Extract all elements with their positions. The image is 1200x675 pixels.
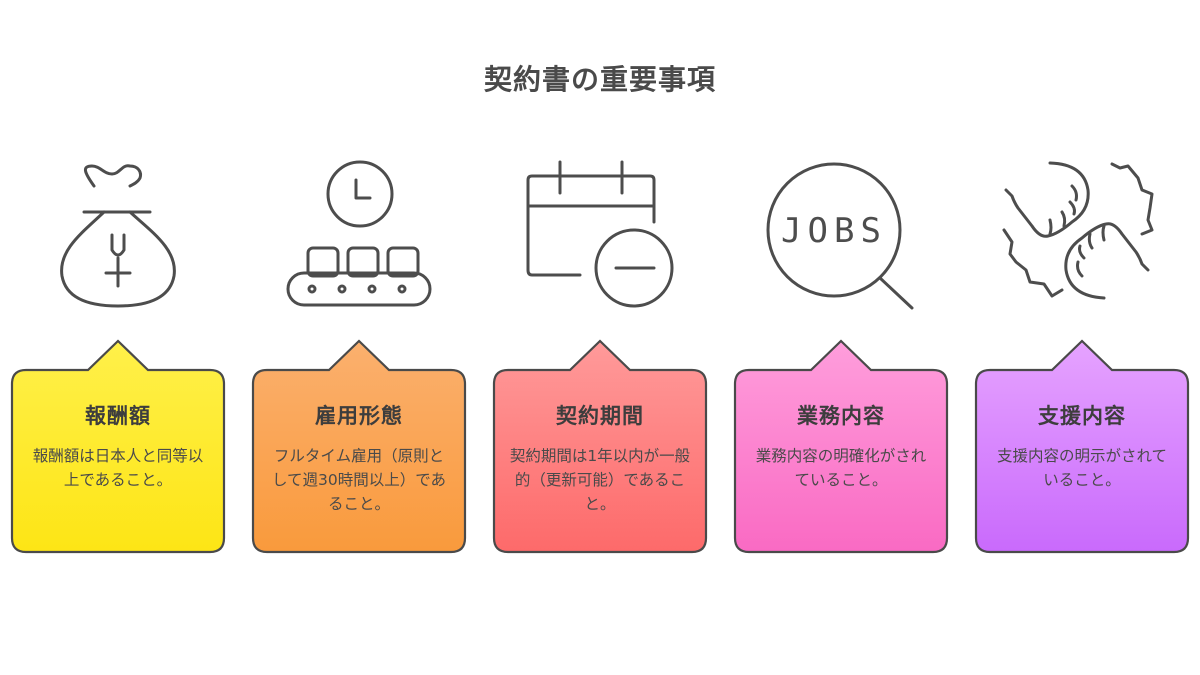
card-heading: 支援内容: [1038, 404, 1126, 428]
diagram-title: 契約書の重要事項: [483, 63, 716, 96]
helping-hands-icon: [992, 150, 1172, 320]
calendar-minus-icon: [510, 150, 690, 320]
callout-shape: [974, 339, 1190, 554]
card-support-details: 支援内容 支援内容の明示がされていること。: [974, 339, 1190, 554]
money-bag-yen-icon: [28, 150, 208, 320]
callout-shape: [10, 339, 226, 554]
card-remuneration: 報酬額 報酬額は日本人と同等以上であること。: [10, 339, 226, 554]
card-description: 支援内容の明示がされていること。: [996, 447, 1168, 489]
card-heading: 業務内容: [797, 404, 885, 428]
card-heading: 契約期間: [556, 404, 644, 428]
svg-text:JOBS: JOBS: [781, 211, 887, 251]
callout-shape: [492, 339, 708, 554]
card-heading: 報酬額: [85, 404, 151, 428]
callout-shape: [733, 339, 949, 554]
card-job-description: 業務内容 業務内容の明確化がされていること。: [733, 339, 949, 554]
card-contract-period: 契約期間 契約期間は1年以内が一般的（更新可能）であること。: [492, 339, 708, 554]
card-heading: 雇用形態: [315, 404, 403, 428]
card-description: 契約期間は1年以内が一般的（更新可能）であること。: [509, 447, 691, 513]
clock-conveyor-icon: [270, 150, 450, 320]
card-employment-type: 雇用形態 フルタイム雇用（原則として週30時間以上）であること。: [251, 339, 467, 554]
card-description: 報酬額は日本人と同等以上であること。: [32, 447, 204, 489]
callout-shape: [251, 339, 467, 554]
card-description: 業務内容の明確化がされていること。: [755, 447, 927, 489]
card-description: フルタイム雇用（原則として週30時間以上）であること。: [271, 447, 447, 513]
jobs-magnifier-icon: JOBS: [750, 150, 930, 320]
